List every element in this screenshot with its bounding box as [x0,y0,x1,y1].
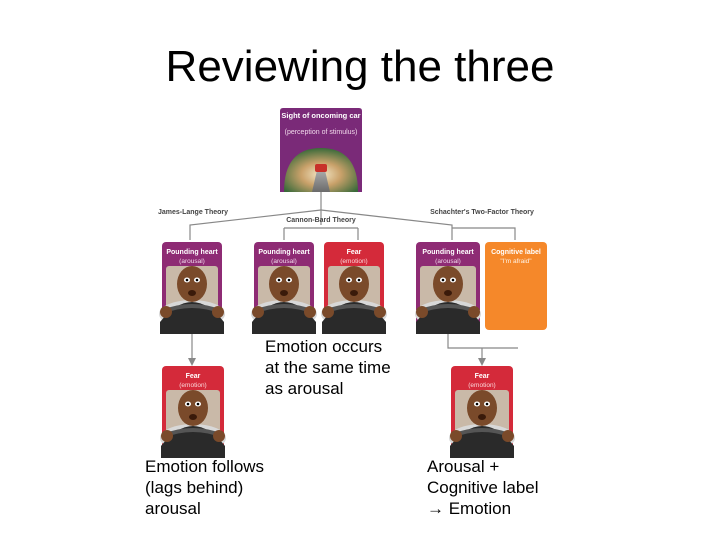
svg-text:(emotion): (emotion) [179,382,206,389]
card-sub: (emotion) [179,382,206,389]
caption-schachter: Arousal + Cognitive label → Emotion [427,457,539,518]
svg-text:Sight of oncoming car: Sight of oncoming car [281,111,360,120]
caption-james-lange: Emotion follows (lags behind) arousal [145,457,265,518]
card-schachter-fear: Fear (emotion) [447,366,517,460]
svg-text:(perception of stimulus): (perception of stimulus) [285,129,358,136]
svg-text:(emotion): (emotion) [340,258,367,265]
card-heading: Fear [475,373,490,380]
card-heading: Fear [347,249,362,256]
schachter-label: Schachter's Two-Factor Theory [430,209,534,216]
card-heading: Pounding heart [422,249,474,256]
svg-text:Fear: Fear [475,373,490,380]
svg-text:"I'm afraid": "I'm afraid" [500,258,532,265]
card-heading: Pounding heart [166,249,218,256]
stimulus-card: Sight of oncoming car (perception of sti… [280,108,362,192]
svg-text:(emotion): (emotion) [468,382,495,389]
svg-text:Cognitive label: Cognitive label [491,249,541,256]
svg-text:Schachter's Two-Factor Theory: Schachter's Two-Factor Theory [430,209,534,216]
card-cannon-bard-arousal: Pounding heart (arousal) [249,242,319,336]
card-james-lange-fear: Fear (emotion) [158,366,228,460]
slide-title: Reviewing the three [165,42,555,91]
svg-text:(arousal): (arousal) [179,258,205,265]
card-heading: Pounding heart [258,249,310,256]
svg-text:Cannon-Bard Theory: Cannon-Bard Theory [286,217,356,224]
cannon-bard-label: Cannon-Bard Theory [286,217,356,224]
card-sub: (arousal) [271,258,297,265]
card-sub: (arousal) [435,258,461,265]
svg-text:Pounding heart: Pounding heart [258,249,310,256]
caption-cannon-bard: Emotion occurs at the same time as arous… [265,337,391,398]
svg-text:(arousal): (arousal) [435,258,461,265]
stimulus-sub: (perception of stimulus) [285,129,358,136]
svg-text:Fear: Fear [347,249,362,256]
svg-text:Pounding heart: Pounding heart [166,249,218,256]
card-heading: Fear [186,373,201,380]
svg-text:Fear: Fear [186,373,201,380]
card-cannon-bard-fear: Fear (emotion) [319,242,389,336]
james-lange-label: James-Lange Theory [158,209,228,216]
card-james-lange-arousal: Pounding heart (arousal) [157,242,227,336]
stimulus-heading: Sight of oncoming car [281,111,360,120]
card-sub: (emotion) [468,382,495,389]
svg-text:(arousal): (arousal) [271,258,297,265]
svg-text:James-Lange Theory: James-Lange Theory [158,209,228,216]
card-heading: Cognitive label [491,249,541,256]
card-cognitive-label: Cognitive label "I'm afraid" [485,242,547,330]
card-sub: "I'm afraid" [500,258,532,265]
card-sub: (arousal) [179,258,205,265]
car-icon [315,164,327,172]
card-schachter-arousal: Pounding heart (arousal) [413,242,483,336]
svg-text:Pounding heart: Pounding heart [422,249,474,256]
card-sub: (emotion) [340,258,367,265]
